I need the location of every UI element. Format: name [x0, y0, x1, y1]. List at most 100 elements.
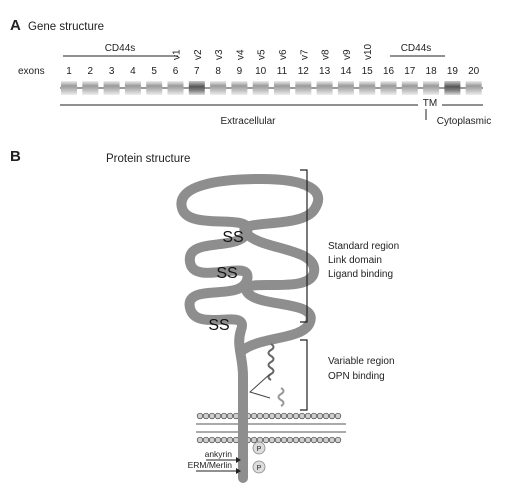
exon-12-box [295, 81, 312, 95]
disulfide-bond-2: SS [216, 265, 237, 282]
phospho-label-2: P [257, 465, 262, 472]
lipid-head [226, 436, 234, 444]
cd44-protein-strand-left [176, 174, 266, 483]
exon-18-box [423, 81, 440, 95]
link-domain-label: Link domain [328, 255, 382, 266]
exon-15-box [359, 81, 376, 95]
exon-2-box [82, 81, 99, 95]
exon-number-15: 15 [362, 66, 374, 77]
lipid-head [250, 436, 258, 444]
exon-8-box [210, 81, 227, 95]
erm-merlin-arrowhead [236, 468, 241, 474]
lipid-head [328, 412, 336, 420]
variant-label-v9: v9 [342, 49, 353, 60]
lipid-head [202, 412, 210, 420]
lipid-head [250, 412, 258, 420]
panel-a-letter: A [10, 17, 21, 34]
panel-b-letter: B [10, 148, 21, 165]
exon-7-box [188, 81, 205, 95]
exon-4-box [124, 81, 141, 95]
lipid-head [262, 412, 270, 420]
exon-number-1: 1 [66, 66, 72, 77]
lipid-head [274, 436, 282, 444]
exon-5-box [146, 81, 163, 95]
cytoplasmic-label: Cytoplasmic [437, 116, 491, 127]
exon-9-box [231, 81, 248, 95]
lipid-head [256, 412, 264, 420]
lipid-head [226, 412, 234, 420]
exon-10-box [252, 81, 269, 95]
variable-helix-upper [267, 343, 275, 381]
exon-20-box [465, 81, 482, 95]
disulfide-bond-3: SS [208, 317, 229, 334]
variable-helix-lower [277, 387, 285, 407]
lipid-head [322, 436, 330, 444]
cd44s-left-label: CD44s [105, 43, 136, 54]
gene-structure-title: Gene structure [28, 21, 104, 33]
lipid-head [232, 436, 240, 444]
lipid-head [322, 412, 330, 420]
tm-label: TM [423, 98, 437, 109]
standard-region-label: Standard region [328, 241, 399, 252]
opn-binding-label: OPN binding [328, 371, 385, 382]
lipid-head [214, 436, 222, 444]
exon-number-3: 3 [109, 66, 115, 77]
exon-19-box [444, 81, 461, 95]
exon-boxes [61, 81, 482, 95]
lipid-head [208, 436, 216, 444]
lipid-head [298, 436, 306, 444]
exon-number-19: 19 [447, 66, 459, 77]
lipid-head [232, 412, 240, 420]
exon-number-14: 14 [340, 66, 352, 77]
lipid-head [328, 436, 336, 444]
phospho-site-2 [252, 460, 266, 474]
variant-label-v4: v4 [235, 49, 246, 60]
exon-number-4: 4 [130, 66, 136, 77]
exon-number-7: 7 [194, 66, 200, 77]
lipid-head [214, 412, 222, 420]
cd44-protein-strand-right [238, 174, 324, 355]
lipid-head [304, 436, 312, 444]
lipid-head [268, 412, 276, 420]
exon-number-5: 5 [151, 66, 157, 77]
lipid-head [310, 412, 318, 420]
ankyrin-label: ankyrin [205, 449, 233, 459]
phospho-label-1: P [257, 446, 262, 453]
exon-number-2: 2 [88, 66, 94, 77]
exon-3-box [103, 81, 120, 95]
exon-17-box [401, 81, 418, 95]
lipid-head [280, 412, 288, 420]
lipid-head [316, 436, 324, 444]
lipid-head [304, 412, 312, 420]
lipid-head [334, 436, 342, 444]
lipid-head [274, 412, 282, 420]
variant-label-v1: v1 [172, 49, 183, 60]
phospho-site-1 [252, 441, 266, 455]
lipid-head [292, 412, 300, 420]
variant-label-v7: v7 [299, 49, 310, 60]
exon-number-11: 11 [277, 66, 288, 77]
exon-number-13: 13 [319, 66, 331, 77]
lipid-head [220, 412, 228, 420]
variant-label-v6: v6 [278, 49, 289, 60]
variant-label-v5: v5 [257, 49, 268, 60]
exon-number-17: 17 [404, 66, 416, 77]
exon-number-12: 12 [298, 66, 310, 77]
standard-region-bracket [300, 169, 308, 323]
lipid-head [316, 412, 324, 420]
lipid-head [220, 436, 228, 444]
exon-6-box [167, 81, 184, 95]
exon-1-box [61, 81, 77, 95]
variable-region-pointer [249, 373, 271, 399]
exon-14-box [337, 81, 354, 95]
exons-label: exons [18, 66, 45, 77]
extracellular-label: Extracellular [220, 116, 276, 127]
lipid-head [208, 412, 216, 420]
lipid-head [196, 412, 204, 420]
lipid-head [280, 436, 288, 444]
variable-region-label: Variable region [328, 356, 395, 367]
